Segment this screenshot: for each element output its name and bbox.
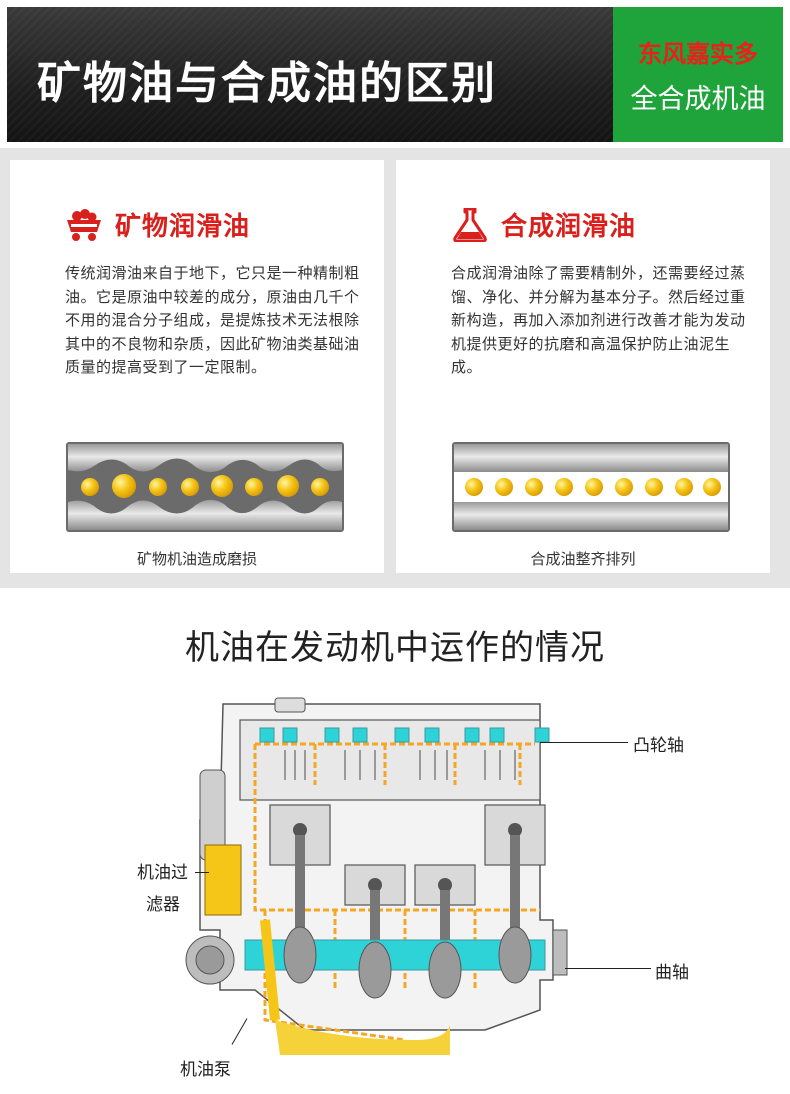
mineral-oil-header: 矿物润滑油	[65, 206, 250, 243]
oil-droplets	[465, 478, 721, 496]
camshaft-label: 凸轮轴	[633, 736, 684, 756]
oil-filter-label-line1: 机油过	[137, 863, 188, 883]
oil-pump-label: 机油泵	[180, 1060, 231, 1080]
synthetic-oil-header: 合成润滑油	[451, 206, 636, 243]
synthetic-oil-card: 合成润滑油 合成润滑油除了需要精制外，还需要经过蒸馏、净化、并分解为基本分子。然…	[396, 160, 770, 573]
engine-diagram	[185, 697, 568, 1055]
synthetic-oil-description: 合成润滑油除了需要精制外，还需要经过蒸馏、净化、并分解为基本分子。然后经过重新构…	[451, 264, 746, 376]
flask-icon	[453, 207, 487, 242]
mineral-oil-description: 传统润滑油来自于地下，它只是一种精制粗油。它是原油中较差的成分，原油由几千个不用…	[65, 264, 360, 376]
mineral-oil-title: 矿物润滑油	[115, 212, 251, 242]
engine-section-title: 机油在发动机中运作的情况	[185, 628, 605, 668]
mineral-oil-card: 矿物润滑油 传统润滑油来自于地下，它只是一种精制粗油。它是原油中较差的成分，原油…	[10, 160, 384, 573]
page-title: 矿物油与合成油的区别	[37, 58, 497, 109]
camshaft-leader	[540, 742, 628, 743]
synthetic-oil-title: 合成润滑油	[501, 212, 637, 242]
brand-badge: 东风嘉实多 全合成机油	[613, 7, 783, 142]
mine-cart-icon	[67, 208, 101, 241]
oil-filter-label-line2: 滤器	[146, 895, 180, 915]
oil-droplets	[81, 474, 329, 498]
synthetic-oil-caption: 合成油整齐排列	[530, 550, 636, 568]
mineral-oil-caption: 矿物机油造成磨损	[136, 550, 257, 568]
brand-name: 东风嘉实多	[638, 39, 758, 68]
oil-filter-leader	[195, 872, 209, 873]
brand-subtitle: 全合成机油	[630, 83, 766, 115]
comparison-section: 矿物润滑油 传统润滑油来自于地下，它只是一种精制粗油。它是原油中较差的成分，原油…	[0, 148, 790, 588]
synthetic-oil-illustration	[452, 442, 730, 532]
crankshaft-label: 曲轴	[655, 963, 689, 983]
crankshaft-leader	[565, 968, 651, 969]
banner-title-area: 矿物油与合成油的区别	[7, 7, 613, 142]
header-banner: 矿物油与合成油的区别 东风嘉实多 全合成机油	[7, 7, 783, 142]
mineral-oil-illustration	[66, 442, 344, 532]
